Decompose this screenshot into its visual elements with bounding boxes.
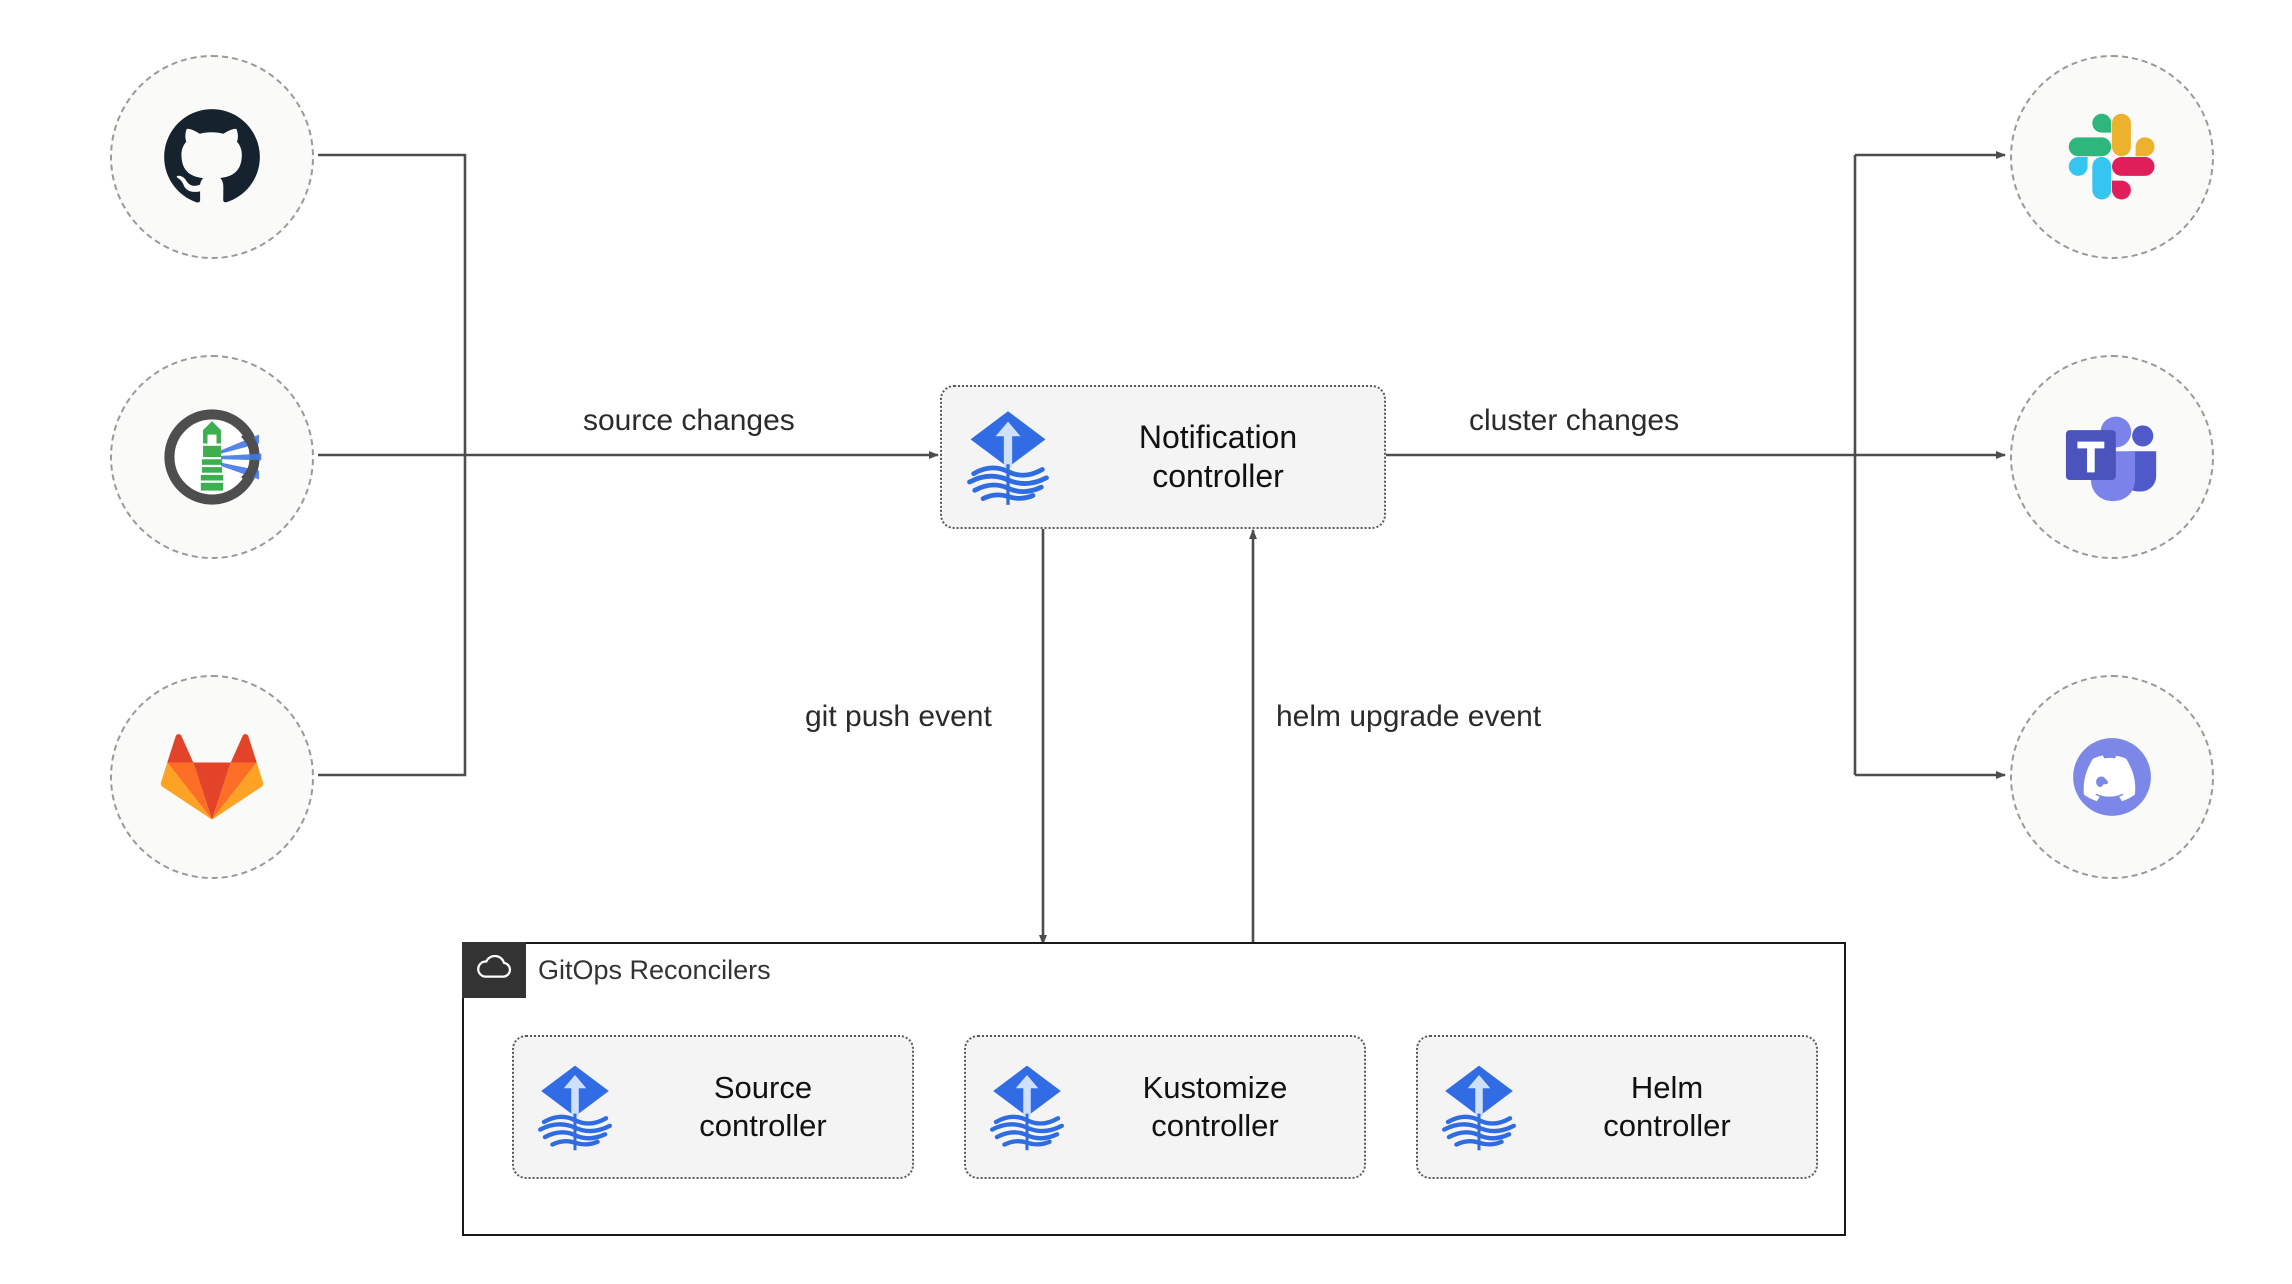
target-node-discord[interactable]	[2010, 675, 2214, 879]
reconciler-label-kustomize: Kustomize controller	[1142, 1070, 1288, 1143]
gitlab-icon	[160, 725, 264, 829]
reconciler-node-kustomize[interactable]: Kustomize controller	[964, 1035, 1366, 1179]
microsoft-teams-icon	[2062, 409, 2162, 505]
edge-label-cluster-changes: cluster changes	[1469, 404, 1680, 437]
target-node-slack[interactable]	[2010, 55, 2214, 259]
cloud-icon-badge	[462, 942, 526, 998]
github-icon	[160, 105, 264, 209]
target-node-microsoft-teams[interactable]	[2010, 355, 2214, 559]
notification-controller-node[interactable]: Notification controller	[940, 385, 1386, 529]
notification-controller-label: Notification controller	[1138, 418, 1298, 494]
gitops-reconcilers-title: GitOps Reconcilers	[538, 955, 771, 985]
reconciler-node-source[interactable]: Source controller	[512, 1035, 914, 1179]
source-node-gitlab[interactable]	[110, 675, 314, 879]
edge-label-source-changes: source changes	[583, 404, 795, 437]
discord-icon	[2058, 723, 2166, 831]
flux-logo-icon	[956, 405, 1060, 509]
edge-label-git-push-event: git push event	[805, 700, 992, 733]
source-node-flux[interactable]	[110, 355, 314, 559]
wire-github-to-trunk	[318, 153, 467, 455]
flux-logo-icon	[528, 1060, 622, 1154]
reconciler-node-helm[interactable]: Helm controller	[1416, 1035, 1818, 1179]
source-node-github[interactable]	[110, 55, 314, 259]
flux-logo-icon	[1432, 1060, 1526, 1154]
wire-gitlab-to-trunk	[318, 455, 467, 777]
reconciler-label-helm: Helm controller	[1603, 1070, 1731, 1143]
flux-lighthouse-icon	[156, 401, 268, 513]
slack-icon	[2064, 109, 2160, 205]
flux-logo-icon	[980, 1060, 1074, 1154]
cloud-icon	[475, 954, 513, 986]
reconciler-label-source: Source controller	[699, 1070, 827, 1143]
edge-label-helm-upgrade-event: helm upgrade event	[1276, 700, 1542, 733]
